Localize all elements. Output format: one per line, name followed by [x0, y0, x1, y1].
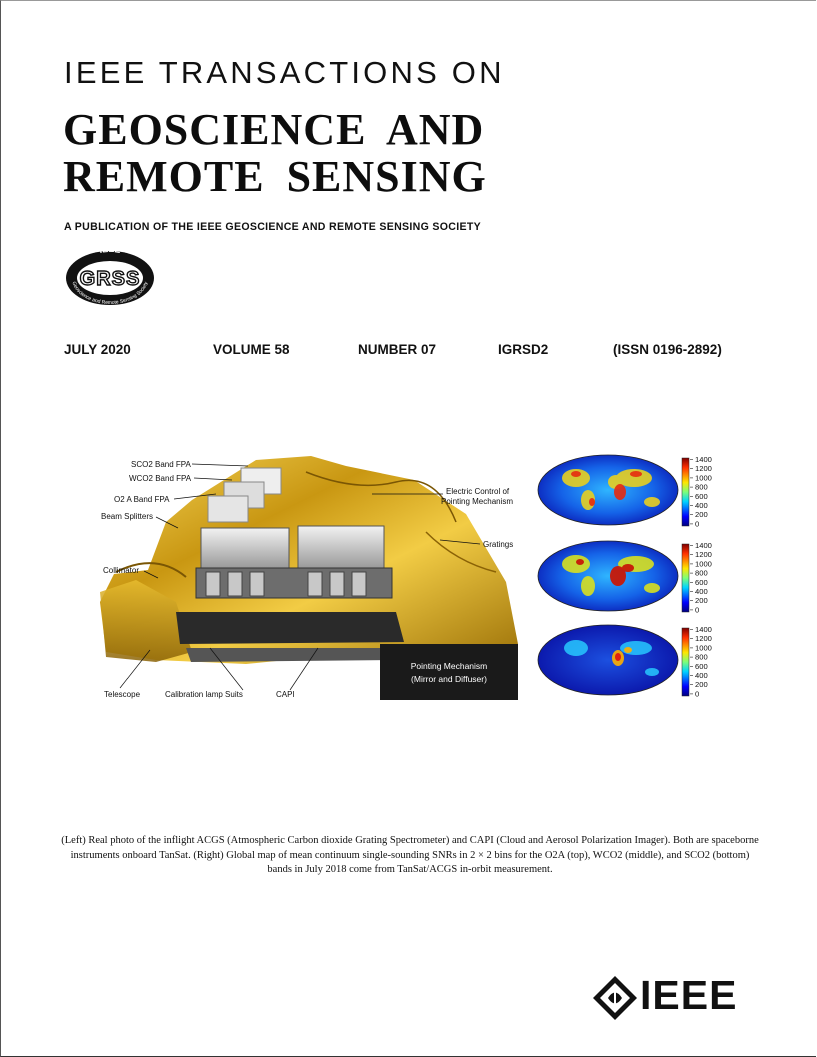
colorbar-tick-label: 200 — [695, 596, 708, 605]
label-calibration: Calibration lamp Suits — [165, 690, 243, 699]
spectrometer-module-left — [200, 527, 290, 569]
calibration-rail — [186, 648, 396, 662]
colorbar-tick-label: 600 — [695, 578, 708, 587]
logo-ring-text-top: IEEE — [98, 244, 121, 255]
colorbar-tick-label: 1400 — [695, 625, 712, 634]
colorbar-tick-label: 1000 — [695, 473, 712, 482]
blanket-fold — [305, 471, 457, 523]
label-collimator: Collimator — [103, 566, 139, 575]
colorbar-tick-label: 1000 — [695, 643, 712, 652]
cover-caption: (Left) Real photo of the inflight ACGS (… — [61, 835, 759, 875]
publication-line: A PUBLICATION OF THE IEEE GEOSCIENCE AND… — [64, 221, 481, 233]
colorbar-tick-label: 1200 — [695, 464, 712, 473]
logo-inner-field — [77, 261, 143, 295]
label-capi: CAPI — [276, 690, 295, 699]
colorbar-tick-label: 1000 — [695, 559, 712, 568]
colorbar-tick-label: 400 — [695, 501, 708, 510]
colorbar-tick-label: 1200 — [695, 550, 712, 559]
colorbar-tick-label: 0 — [695, 519, 699, 528]
label-sco2-fpa: SCO2 Band FPA — [131, 460, 192, 469]
colorbar-tick-label: 200 — [695, 680, 708, 689]
colorbar-tick-label: 600 — [695, 662, 708, 671]
label-telescope: Telescope — [104, 690, 141, 699]
colorbar-tick-label: 1400 — [695, 541, 712, 550]
issue-date: JULY 2020 — [64, 342, 131, 357]
colorbar-tick-label: 400 — [695, 587, 708, 596]
snr-map-wco2 — [537, 540, 690, 613]
ieee-diamond-logo — [593, 976, 637, 1020]
instrument-photo: Pointing Mechanism (Mirror and Diffuser) — [100, 456, 518, 700]
spectrometer-module-right — [297, 525, 385, 569]
colorbar-tick-label: 800 — [695, 569, 708, 578]
journal-title-line-1: GEOSCIENCE AND — [63, 105, 485, 154]
lens-barrels — [205, 571, 367, 597]
capi-instrument — [176, 612, 404, 644]
snr-maps — [537, 454, 690, 697]
label-electric-control-2: Pointing Mechanism — [441, 497, 513, 506]
colorbar-tick-label: 200 — [695, 510, 708, 519]
colorbar-tick-label: 400 — [695, 671, 708, 680]
colorbar-tick-label: 1200 — [695, 634, 712, 643]
grss-logo: IEEE GRSS Geoscience and Remote Sensing … — [66, 244, 154, 306]
o2a-fpa-box — [207, 495, 249, 523]
label-pointing-2: (Mirror and Diffuser) — [411, 674, 487, 684]
colorbar-tick-label: 800 — [695, 653, 708, 662]
blanket-fold — [425, 531, 497, 573]
pointing-mechanism-box — [380, 644, 518, 700]
issue-issn: (ISSN 0196-2892) — [613, 342, 722, 357]
blanket-fold — [115, 562, 187, 578]
issue-code: IGRSD2 — [498, 342, 549, 357]
ieee-wordmark: IEEE — [640, 972, 738, 1018]
snr-map-o2a — [537, 454, 690, 527]
label-pointing-1: Pointing Mechanism — [411, 661, 488, 671]
journal-title: GEOSCIENCE AND REMOTE SENSING — [63, 106, 487, 200]
snr-map-sco2 — [537, 624, 690, 697]
telescope-blanket — [100, 580, 192, 662]
logo-main-text: GRSS — [80, 268, 141, 290]
issue-number: NUMBER 07 — [358, 342, 437, 357]
journal-title-line-2: REMOTE SENSING — [63, 152, 487, 201]
colorbar-tick-label: 1400 — [695, 455, 712, 464]
journal-series-line: IEEE TRANSACTIONS ON — [64, 55, 505, 90]
label-beam-splitters: Beam Splitters — [101, 512, 153, 521]
label-electric-control-1: Electric Control of — [446, 487, 510, 496]
colorbar-tick-label: 0 — [695, 605, 699, 614]
label-wco2-fpa: WCO2 Band FPA — [129, 474, 192, 483]
label-gratings: Gratings — [483, 540, 513, 549]
issue-volume: VOLUME 58 — [213, 342, 290, 357]
colorbar-tick-label: 800 — [695, 483, 708, 492]
colorbar-tick-label: 0 — [695, 689, 699, 698]
colorbar-tick-label: 600 — [695, 492, 708, 501]
label-o2a-fpa: O2 A Band FPA — [114, 495, 170, 504]
